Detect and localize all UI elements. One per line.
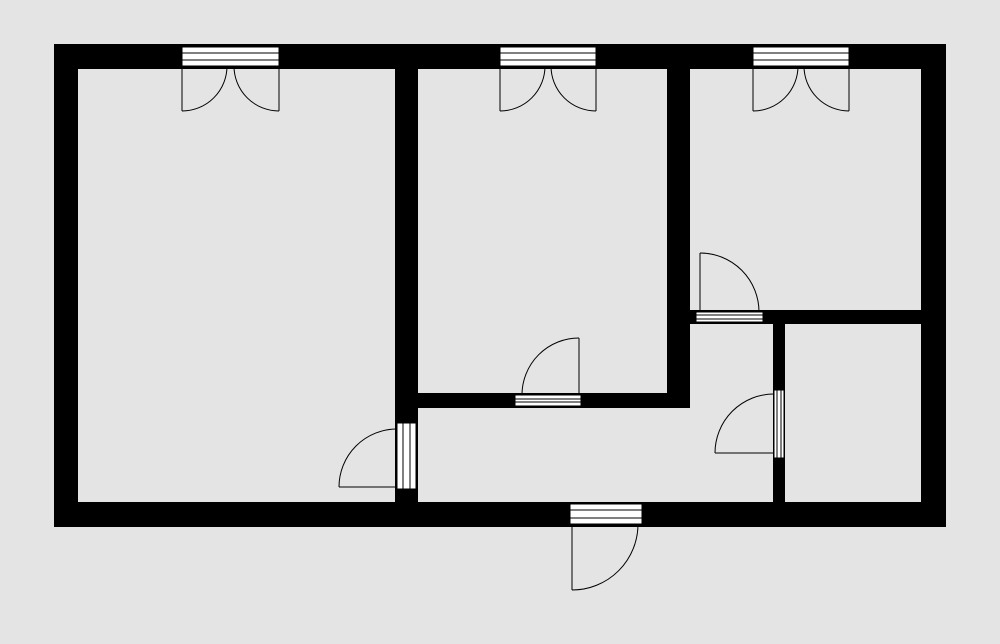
rooms	[78, 69, 921, 502]
door-center-room	[514, 337, 582, 407]
window-sill	[499, 46, 597, 67]
door-opening	[773, 389, 785, 459]
wall-east	[921, 44, 946, 527]
window-arc-left	[752, 65, 799, 112]
door-swing-arc	[571, 523, 639, 591]
window-west	[181, 46, 280, 112]
door-swing-arc	[338, 428, 398, 488]
door-west-room	[338, 422, 417, 490]
wall-center-partition	[667, 44, 690, 408]
window-east	[752, 46, 850, 112]
door-small-room	[714, 389, 785, 459]
door-opening	[396, 422, 417, 490]
hallway	[418, 324, 773, 502]
door-swing-arc	[699, 252, 760, 313]
door-opening	[514, 394, 582, 407]
window-arc-right	[803, 65, 850, 112]
window-arc-right	[233, 65, 280, 112]
room-west	[78, 69, 395, 502]
door-opening	[569, 503, 643, 525]
window-sill	[752, 46, 850, 67]
wall-west-notch	[54, 58, 60, 527]
door-opening	[695, 311, 764, 323]
window-arc-left	[499, 65, 546, 112]
room-east	[690, 69, 921, 310]
window-center	[499, 46, 597, 112]
window-arc-left	[181, 65, 228, 112]
window-sill	[181, 46, 280, 67]
door-swing-arc	[714, 393, 775, 454]
room-small-southeast	[785, 324, 921, 501]
entrance-door	[569, 503, 643, 591]
wall-south	[54, 502, 946, 527]
window-arc-right	[550, 65, 597, 112]
door-east-room	[695, 252, 764, 323]
door-swing-arc	[521, 337, 580, 396]
